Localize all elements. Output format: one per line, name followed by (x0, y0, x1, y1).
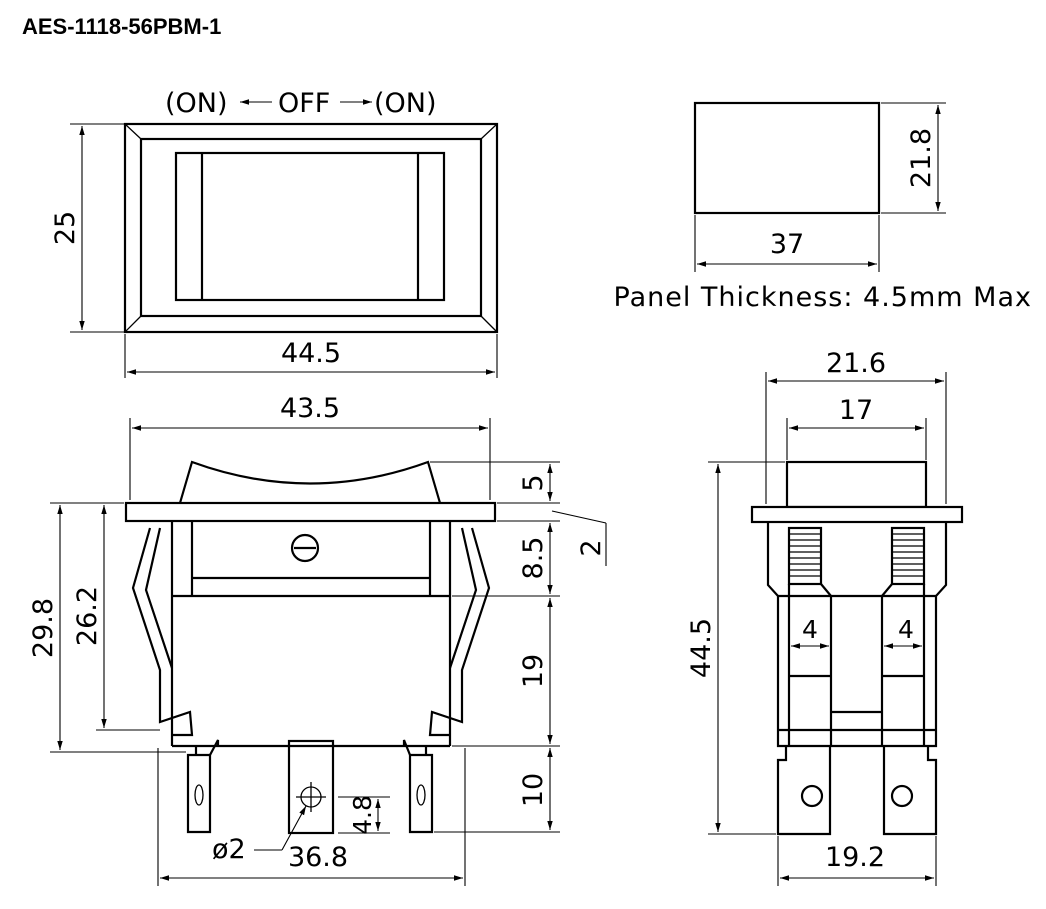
dim-base-width: 19.2 (825, 842, 885, 873)
dim-cutout-height: 21.8 (906, 128, 937, 188)
blade-hole-left-icon (800, 784, 824, 808)
dim-housing-lower: 19 (518, 654, 549, 688)
dim-terminal-width-left: 4 (802, 615, 818, 644)
dim-width-44-5: 44.5 (281, 338, 341, 369)
dim-terminal-span: 36.8 (288, 842, 348, 873)
dim-clip-height: 26.2 (72, 586, 103, 646)
center-terminal (287, 739, 335, 835)
dim-flange-width: 21.6 (826, 348, 886, 379)
panel-cutout: 21.8 37 Panel Thickness: 4.5mm Max (614, 101, 1033, 313)
dim-top-width: 43.5 (280, 393, 340, 424)
dim-housing-upper: 8.5 (518, 537, 549, 580)
position-label-off: OFF (278, 88, 330, 119)
dim-rocker-width: 17 (839, 395, 873, 426)
rocker-top (174, 151, 446, 302)
side-view: 21.6 17 44.5 4 4 19.2 (686, 348, 964, 886)
dim-cutout-width: 37 (770, 229, 804, 260)
panel-thickness-note: Panel Thickness: 4.5mm Max (614, 282, 1033, 313)
dim-total-height: 29.8 (28, 598, 59, 658)
dim-terminal-width-right: 4 (898, 615, 914, 644)
bezel-outline (123, 122, 499, 334)
dim-hole-diameter: ø2 (212, 834, 246, 865)
position-label-right: (ON) (374, 88, 437, 119)
part-number-title: AES-1118-56PBM-1 (22, 14, 222, 39)
side-flange (750, 505, 964, 524)
dim-flange: 2 (576, 539, 607, 556)
bezel-inner (139, 137, 483, 318)
rocker-profile (178, 460, 442, 504)
front-view: 43.5 5 8.5 19 10 2 29.8 26.2 4.8 (28, 393, 607, 886)
dim-rocker-height: 5 (518, 474, 549, 491)
dim-hole-offset: 4.8 (348, 795, 377, 835)
blade-hole-right-icon (890, 784, 914, 808)
dim-height-25: 25 (50, 211, 81, 245)
rivet-icon (290, 533, 320, 563)
cutout-rect (693, 101, 881, 215)
side-rocker (785, 460, 928, 509)
dim-side-total-height: 44.5 (686, 618, 717, 678)
flange (124, 501, 497, 523)
top-view: (ON) OFF (ON) 25 44.5 (50, 88, 499, 378)
position-label-left: (ON) (165, 88, 228, 119)
dim-terminal-length: 10 (518, 773, 549, 807)
